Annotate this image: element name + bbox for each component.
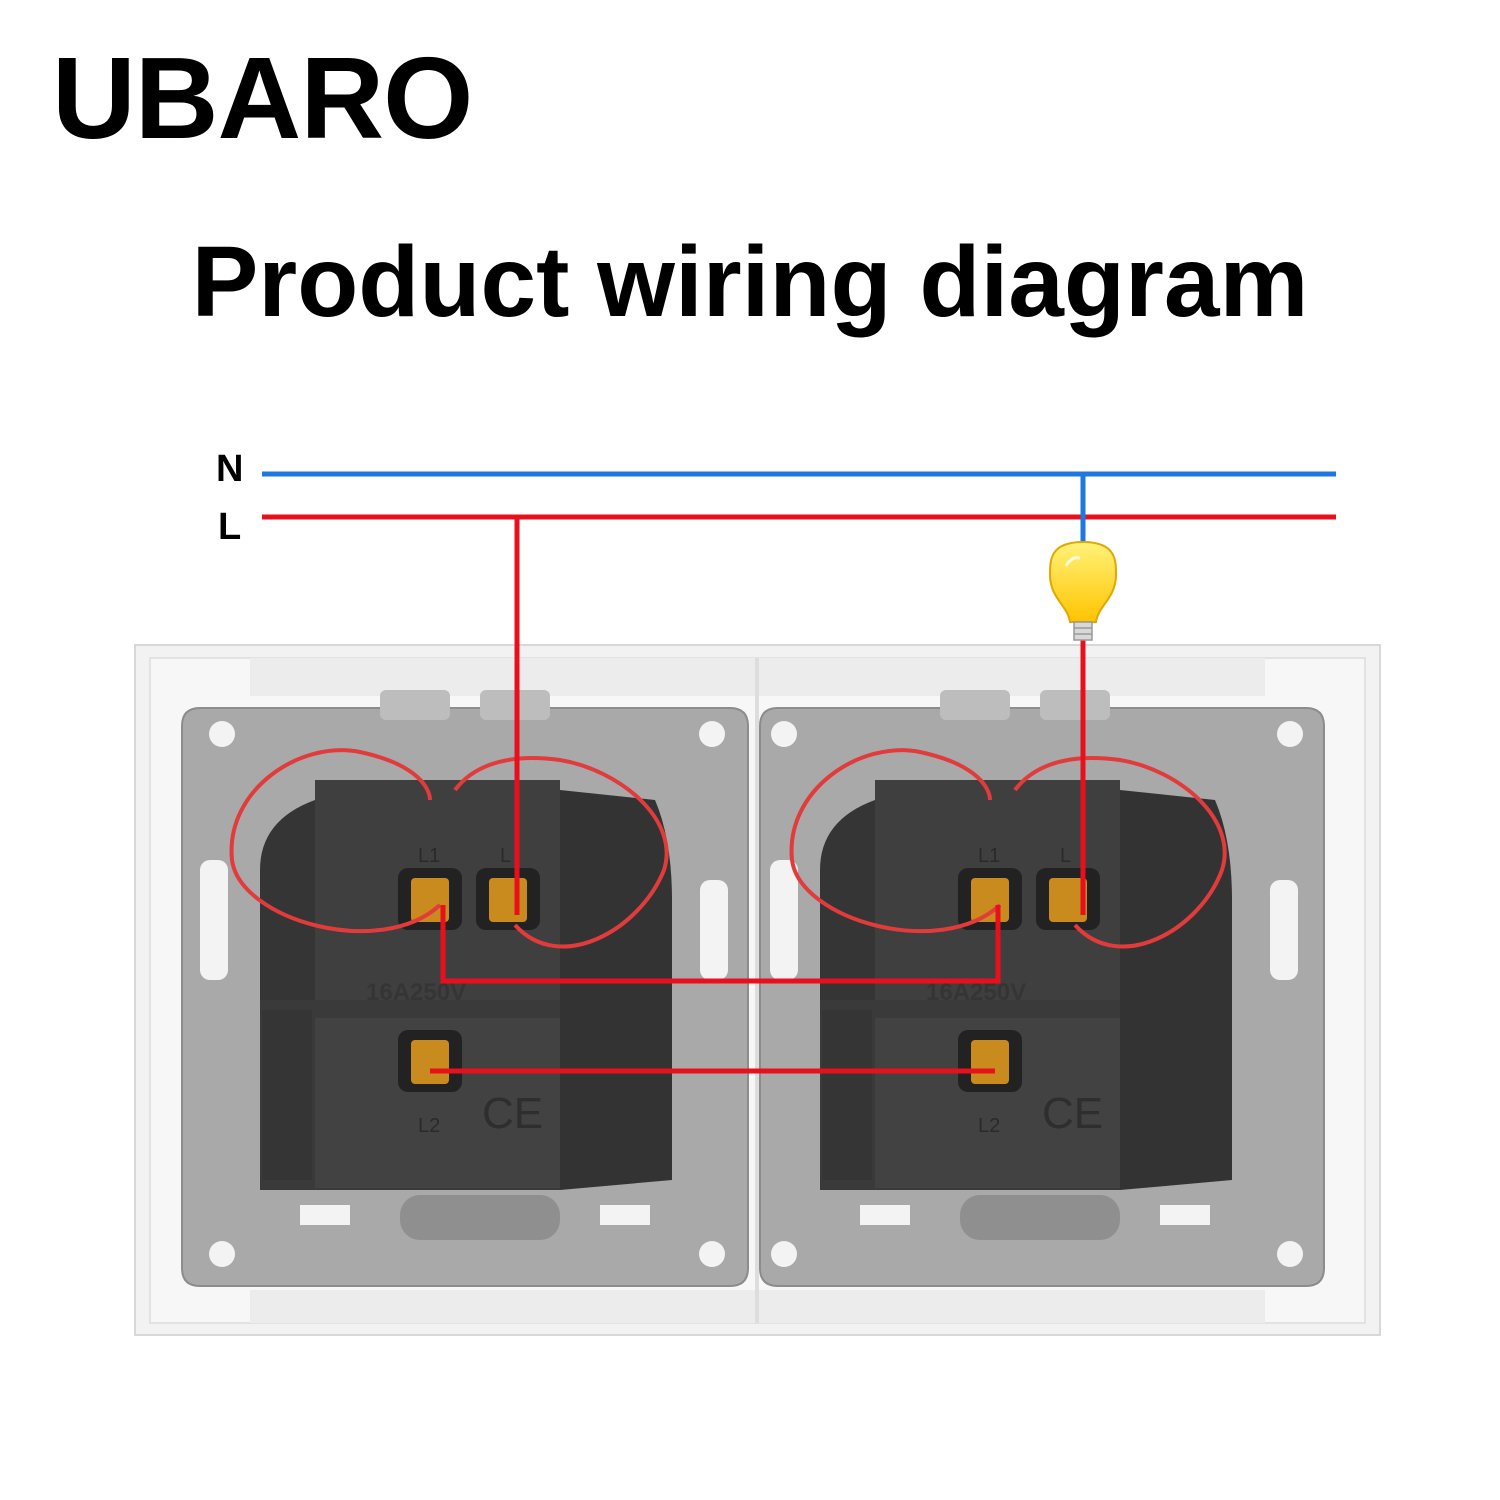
live-label: L (218, 506, 242, 548)
l1-link-wire (440, 905, 1001, 984)
socket-module-left: L1 L L2 16A250V CE (181, 690, 749, 1287)
terminal-label-l2: L2 (418, 1115, 440, 1137)
light-bulb-icon (1048, 540, 1118, 641)
socket-module-right: L1 L L2 16A250V CE (759, 690, 1325, 1287)
brand-logo: UBARO (52, 33, 473, 163)
ce-mark: CE (1042, 1089, 1103, 1138)
terminal-label-l: L (500, 845, 511, 867)
terminal-label-l: L (1060, 845, 1071, 867)
page-title: Product wiring diagram (191, 226, 1309, 338)
terminal-label-l2: L2 (978, 1115, 1000, 1137)
neutral-label: N (216, 448, 244, 490)
jumper-loops (229, 748, 1227, 949)
ce-mark: CE (482, 1089, 543, 1138)
terminal-label-l1: L1 (418, 845, 440, 867)
terminal-label-l1: L1 (978, 845, 1000, 867)
